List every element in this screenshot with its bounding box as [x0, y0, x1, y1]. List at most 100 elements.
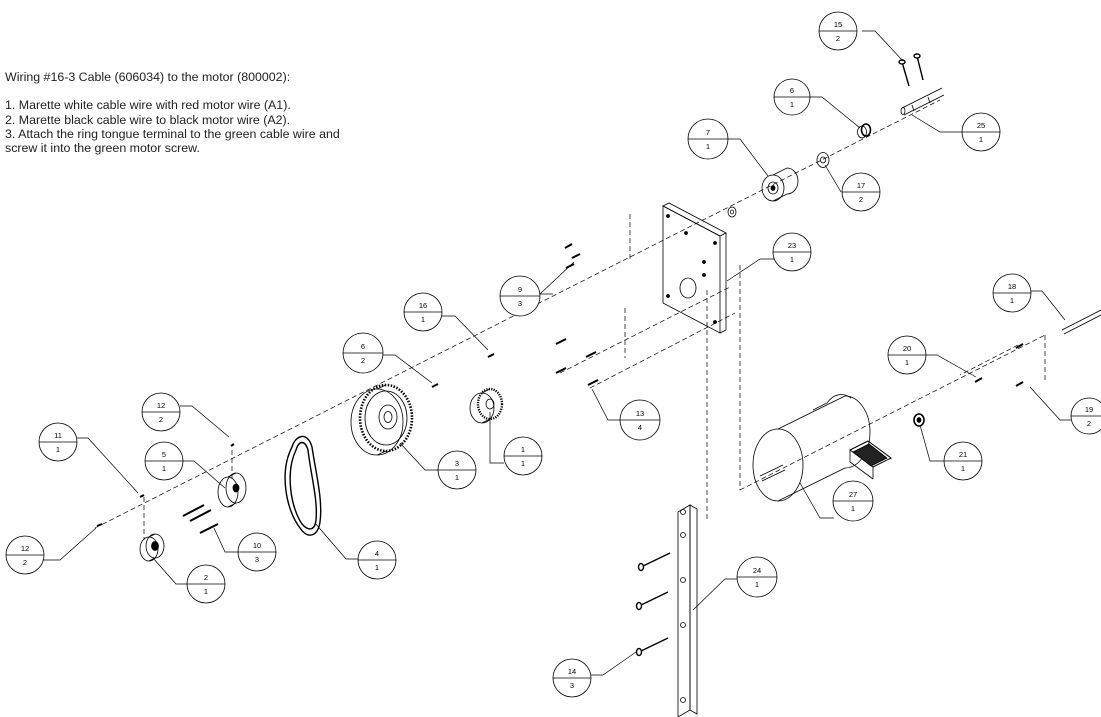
svg-text:1: 1 — [56, 445, 60, 454]
svg-text:3: 3 — [255, 555, 259, 564]
svg-text:23: 23 — [788, 241, 796, 250]
hub-flange-part — [182, 472, 247, 534]
item-balloon-19: 19 2 — [1070, 397, 1101, 435]
drive-belt-part — [284, 435, 322, 536]
svg-text:4: 4 — [375, 549, 379, 558]
vertical-bar-part — [677, 504, 698, 717]
leader-lines — [43, 30, 1071, 676]
svg-text:4: 4 — [638, 423, 642, 432]
svg-text:12: 12 — [21, 544, 29, 553]
wiring-step-1: 1. Marette white cable wire with red mot… — [5, 98, 291, 113]
svg-text:1: 1 — [706, 142, 710, 151]
svg-text:1: 1 — [905, 358, 909, 367]
item-balloon-15: 15 2 — [818, 11, 858, 51]
item-balloon-18: 18 1 — [992, 273, 1032, 313]
svg-text:1: 1 — [755, 580, 759, 589]
svg-text:1: 1 — [421, 315, 425, 324]
svg-text:2: 2 — [1087, 419, 1091, 428]
svg-text:3: 3 — [455, 459, 459, 468]
item-balloon-21: 21 1 — [943, 441, 983, 481]
svg-text:3: 3 — [570, 681, 574, 690]
svg-text:11: 11 — [54, 431, 62, 440]
item-balloon-20: 20 1 — [887, 335, 927, 375]
item-balloon-13: 13 4 — [619, 399, 661, 441]
bar-screws — [635, 552, 671, 657]
item-balloon-10: 10 3 — [237, 532, 277, 572]
washer-part — [816, 152, 830, 168]
svg-text:2: 2 — [361, 356, 365, 365]
bearing-part — [857, 123, 872, 139]
svg-text:2: 2 — [836, 34, 840, 43]
cable-part — [1061, 309, 1101, 335]
svg-text:1: 1 — [455, 473, 459, 482]
svg-text:6: 6 — [790, 86, 794, 95]
hub-part — [727, 167, 799, 218]
item-balloon-24: 24 1 — [736, 556, 778, 598]
item-balloon-2: 21 — [186, 564, 226, 604]
svg-text:1: 1 — [851, 504, 855, 513]
svg-text:25: 25 — [977, 121, 985, 130]
large-pulley-part — [350, 383, 414, 456]
pins-part — [898, 53, 924, 87]
fasteners — [96, 243, 1024, 527]
svg-text:24: 24 — [753, 566, 761, 575]
svg-text:1: 1 — [162, 464, 166, 473]
svg-text:18: 18 — [1008, 282, 1016, 291]
motor-part — [752, 394, 892, 502]
svg-text:1: 1 — [790, 100, 794, 109]
mounting-plate-part — [662, 202, 727, 334]
item-balloon-6-left: 62 — [342, 332, 384, 374]
item-balloon-14: 14 3 — [552, 658, 592, 698]
svg-text:9: 9 — [518, 285, 522, 294]
svg-text:13: 13 — [636, 409, 644, 418]
svg-text:1: 1 — [204, 587, 208, 596]
svg-text:2: 2 — [23, 558, 27, 567]
item-balloon-7: 71 — [687, 118, 729, 160]
svg-text:21: 21 — [959, 450, 967, 459]
svg-text:14: 14 — [568, 667, 576, 676]
svg-text:1: 1 — [1010, 296, 1014, 305]
svg-text:6: 6 — [361, 342, 365, 351]
svg-text:1: 1 — [979, 135, 983, 144]
svg-text:2: 2 — [159, 415, 163, 424]
shaft-part — [900, 87, 945, 116]
item-balloon-25: 25 1 — [961, 112, 1001, 152]
small-pulley-part — [139, 533, 165, 562]
svg-text:1: 1 — [961, 464, 965, 473]
svg-text:1: 1 — [375, 563, 379, 572]
svg-text:1: 1 — [521, 459, 525, 468]
item-balloon-11: 111 — [38, 422, 78, 462]
svg-text:27: 27 — [849, 490, 857, 499]
item-balloon-27: 27 1 — [832, 480, 874, 522]
item-balloon-1: 11 — [503, 436, 543, 476]
svg-text:15: 15 — [834, 20, 842, 29]
wiring-notes: Wiring #16-3 Cable (606034) to the motor… — [5, 70, 345, 155]
svg-text:2: 2 — [204, 573, 208, 582]
cable-connector-part — [913, 413, 925, 427]
svg-text:19: 19 — [1085, 405, 1093, 414]
svg-text:10: 10 — [253, 541, 261, 550]
item-balloon-4: 41 — [357, 540, 397, 580]
svg-text:3: 3 — [518, 299, 522, 308]
assembly-center-lines — [94, 99, 1046, 540]
svg-text:1: 1 — [521, 445, 525, 454]
svg-text:12: 12 — [157, 401, 165, 410]
svg-text:5: 5 — [162, 450, 166, 459]
svg-text:20: 20 — [903, 344, 911, 353]
item-balloon-12-top: 12 2 — [141, 392, 181, 432]
svg-text:7: 7 — [706, 128, 710, 137]
item-balloon-6-top: 61 — [773, 78, 811, 116]
svg-text:1: 1 — [790, 255, 794, 264]
item-balloon-17: 17 2 — [841, 172, 881, 212]
item-balloons: 152 61 251 71 172 231 93 161 181 62 201 … — [5, 11, 1101, 698]
motor-pulley-part — [469, 387, 504, 424]
item-balloon-5: 51 — [144, 441, 184, 481]
item-balloon-9: 93 — [499, 275, 541, 317]
item-balloon-3: 31 — [437, 450, 477, 490]
svg-text:17: 17 — [857, 181, 865, 190]
svg-text:2: 2 — [859, 195, 863, 204]
item-balloon-12-bottom: 12 2 — [5, 535, 45, 575]
svg-text:16: 16 — [419, 301, 427, 310]
wiring-step-3: 3. Attach the ring tongue terminal to th… — [5, 126, 340, 156]
